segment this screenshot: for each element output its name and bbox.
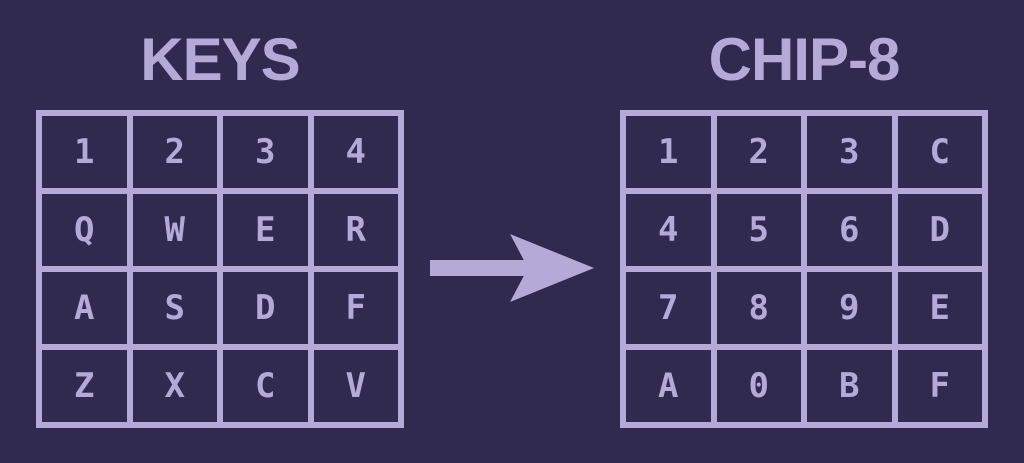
keyboard-keypad-grid: 1 2 3 4 Q W E R A S D F Z X C V	[36, 110, 404, 428]
key-cell: F	[313, 272, 398, 344]
chip8-key-cell: E	[897, 272, 982, 344]
key-cell: 2	[132, 116, 217, 188]
chip8-key-cell: 5	[716, 194, 801, 266]
chip8-key-cell: C	[897, 116, 982, 188]
key-cell: Q	[42, 194, 127, 266]
chip8-key-cell: F	[897, 350, 982, 422]
chip8-title: CHIP-8	[708, 26, 901, 93]
key-cell: 1	[42, 116, 127, 188]
chip8-key-cell: 7	[626, 272, 711, 344]
keys-title: KEYS	[140, 26, 300, 93]
key-cell: V	[313, 350, 398, 422]
chip8-key-cell: 1	[626, 116, 711, 188]
key-cell: R	[313, 194, 398, 266]
key-cell: D	[223, 272, 308, 344]
chip8-key-cell: 8	[716, 272, 801, 344]
key-cell: 4	[313, 116, 398, 188]
chip8-keypad-grid: 1 2 3 C 4 5 6 D 7 8 9 E A 0 B F	[620, 110, 988, 428]
chip8-key-cell: B	[807, 350, 892, 422]
chip8-key-cell: 2	[716, 116, 801, 188]
arrow-right-icon	[430, 234, 594, 302]
key-cell: W	[132, 194, 217, 266]
key-cell: E	[223, 194, 308, 266]
key-cell: X	[132, 350, 217, 422]
chip8-key-cell: 0	[716, 350, 801, 422]
chip8-key-cell: D	[897, 194, 982, 266]
key-cell: C	[223, 350, 308, 422]
chip8-key-cell: A	[626, 350, 711, 422]
key-cell: A	[42, 272, 127, 344]
key-cell: S	[132, 272, 217, 344]
key-cell: 3	[223, 116, 308, 188]
chip8-key-cell: 3	[807, 116, 892, 188]
chip8-key-cell: 6	[807, 194, 892, 266]
key-cell: Z	[42, 350, 127, 422]
chip8-key-cell: 4	[626, 194, 711, 266]
chip8-key-cell: 9	[807, 272, 892, 344]
